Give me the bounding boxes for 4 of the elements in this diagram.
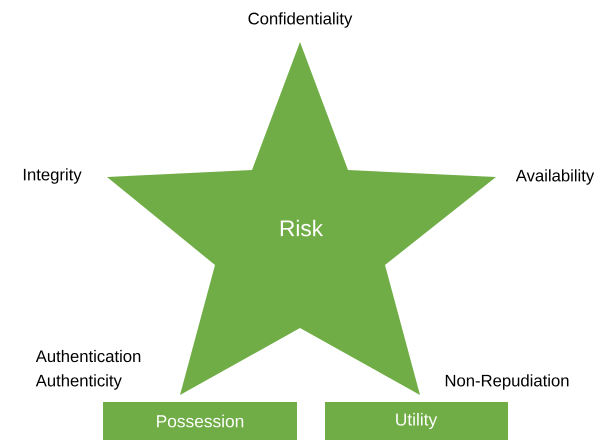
label-box: Utility: [325, 402, 508, 440]
property-label: Integrity: [24, 168, 82, 184]
property-label: Availability: [516, 169, 594, 185]
label-box: Possession: [103, 402, 297, 440]
